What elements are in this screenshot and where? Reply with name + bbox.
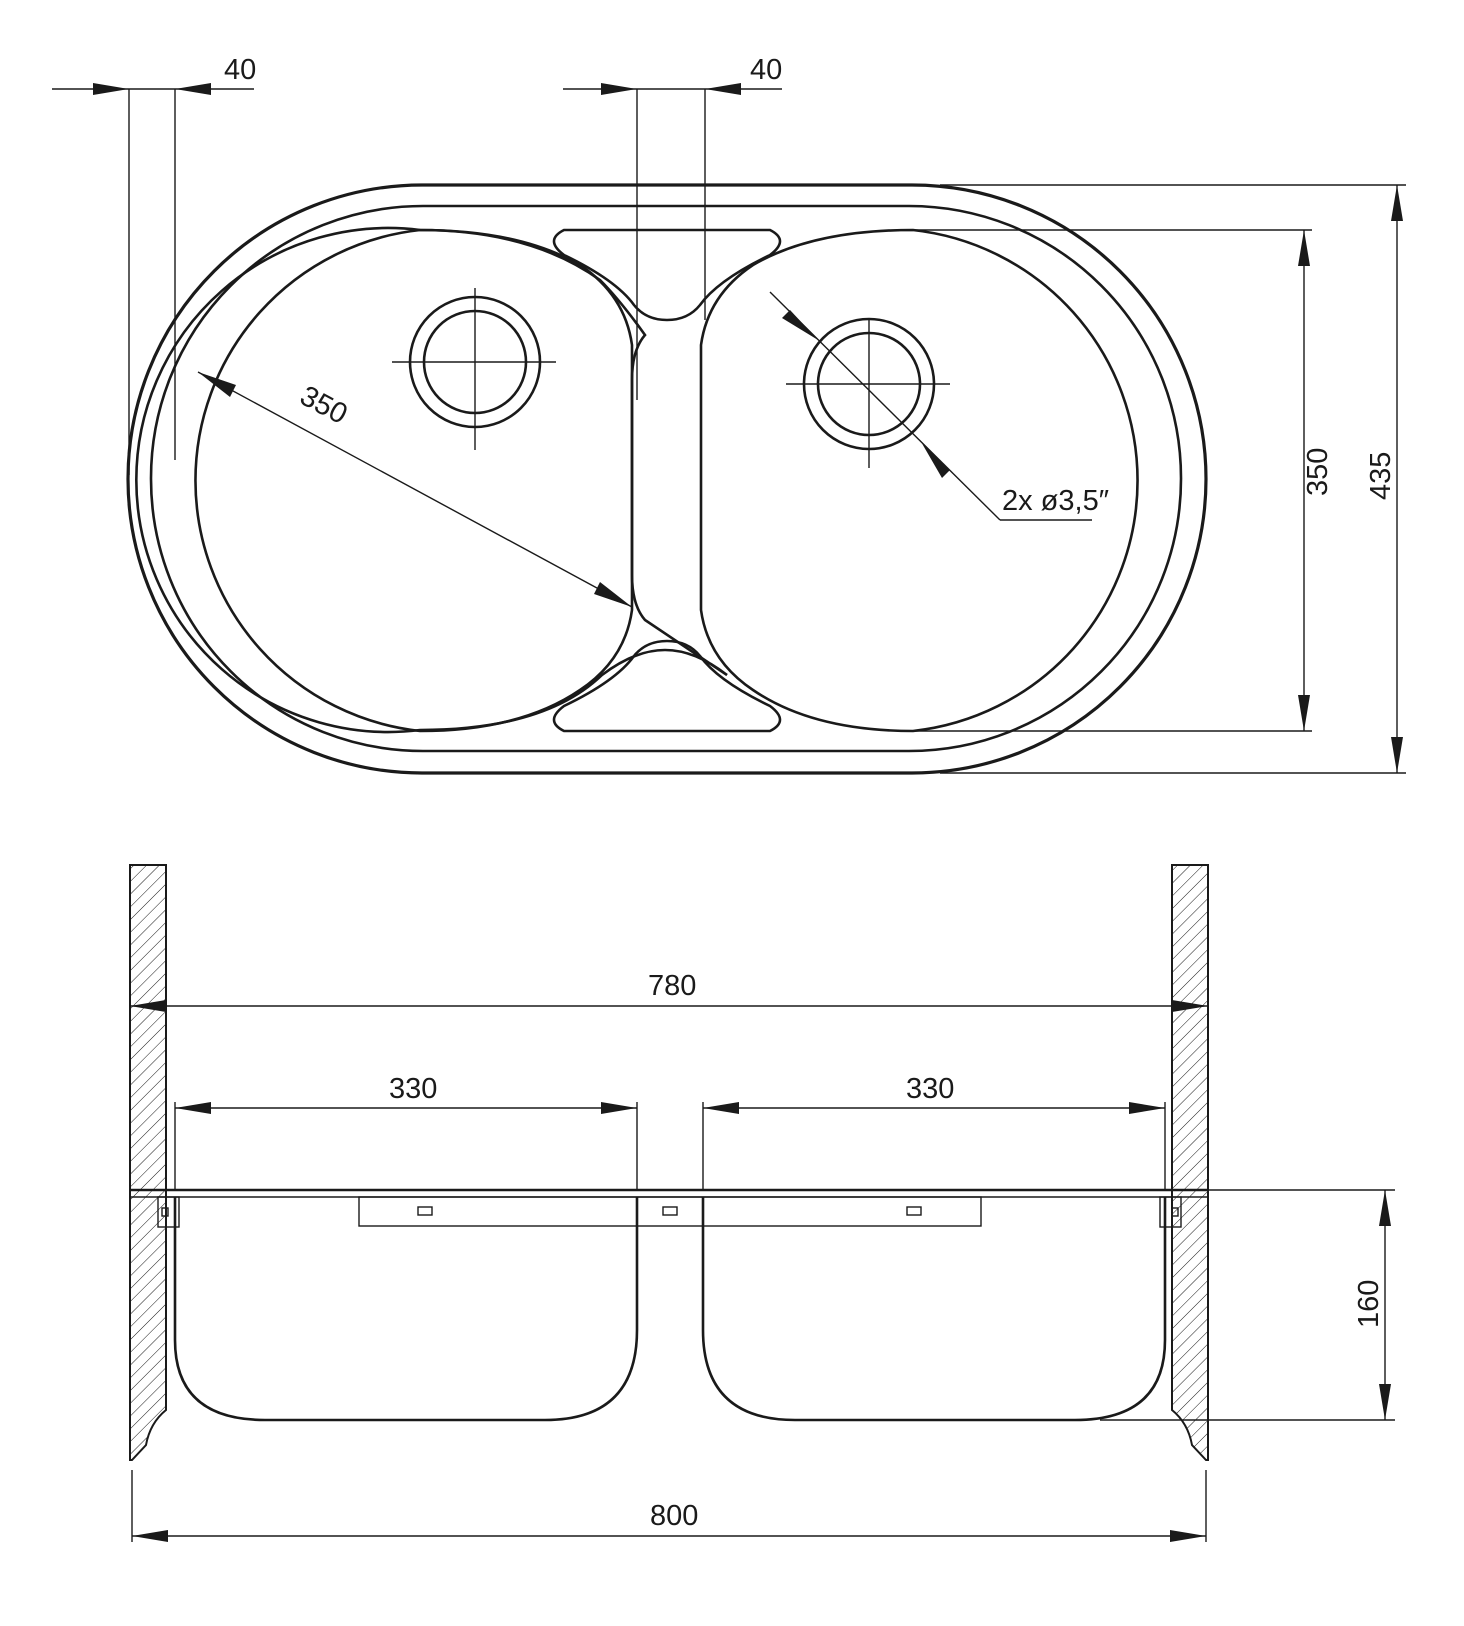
right-drain-icon bbox=[786, 317, 950, 468]
left-bowl-profile bbox=[173, 1197, 639, 1422]
top-divider-insert bbox=[552, 228, 782, 322]
dim-drain-label: 2x ø3,5″ bbox=[1002, 485, 1109, 517]
left-clip bbox=[157, 1196, 180, 1228]
side-view: 780 330 330 160 bbox=[129, 864, 1395, 1542]
dim-left-bowl-label: 330 bbox=[389, 1073, 437, 1105]
sink-inner-rim bbox=[149, 204, 1183, 753]
dim-right-bowl: 330 bbox=[702, 1073, 1166, 1190]
dim-bowl-height: 350 bbox=[913, 229, 1334, 732]
dim-inner-width-label: 780 bbox=[648, 970, 696, 1002]
dim-drain: 2x ø3,5″ bbox=[769, 291, 1109, 521]
dim-total-width: 800 bbox=[131, 1470, 1207, 1542]
bottom-divider-insert bbox=[552, 639, 782, 733]
dim-left-rim-label: 40 bbox=[224, 54, 256, 86]
dim-left-rim: 40 bbox=[52, 54, 256, 475]
dim-depth-label: 160 bbox=[1353, 1280, 1385, 1328]
dim-divider: 40 bbox=[563, 54, 782, 400]
right-clip bbox=[1159, 1196, 1182, 1228]
dim-bowl-diameter: 350 bbox=[197, 371, 633, 608]
dim-right-bowl-label: 330 bbox=[906, 1073, 954, 1105]
sink-outer-rim bbox=[126, 183, 1208, 775]
right-bowl-profile bbox=[701, 1197, 1167, 1422]
dim-bowl-height-label: 350 bbox=[1302, 448, 1334, 496]
right-support-hatched bbox=[1171, 864, 1209, 1461]
left-bowl bbox=[194, 228, 634, 733]
right-bowl bbox=[699, 228, 1139, 733]
dim-left-bowl: 330 bbox=[174, 1073, 638, 1190]
left-drain-icon bbox=[392, 288, 556, 450]
dim-depth: 160 bbox=[1100, 1189, 1395, 1421]
dim-total-height-label: 435 bbox=[1365, 452, 1397, 500]
dim-inner-width: 780 bbox=[129, 970, 1209, 1190]
dim-total-width-label: 800 bbox=[650, 1500, 698, 1532]
top-view: 40 40 350 2x ø3,5″ bbox=[52, 54, 1406, 775]
dim-divider-label: 40 bbox=[750, 54, 782, 86]
left-support-hatched bbox=[129, 864, 167, 1461]
dim-total-height: 435 bbox=[940, 184, 1406, 774]
dim-bowl-diameter-label: 350 bbox=[295, 380, 353, 431]
left-bowl-outline bbox=[135, 226, 728, 734]
mounting-rail bbox=[358, 1196, 982, 1227]
